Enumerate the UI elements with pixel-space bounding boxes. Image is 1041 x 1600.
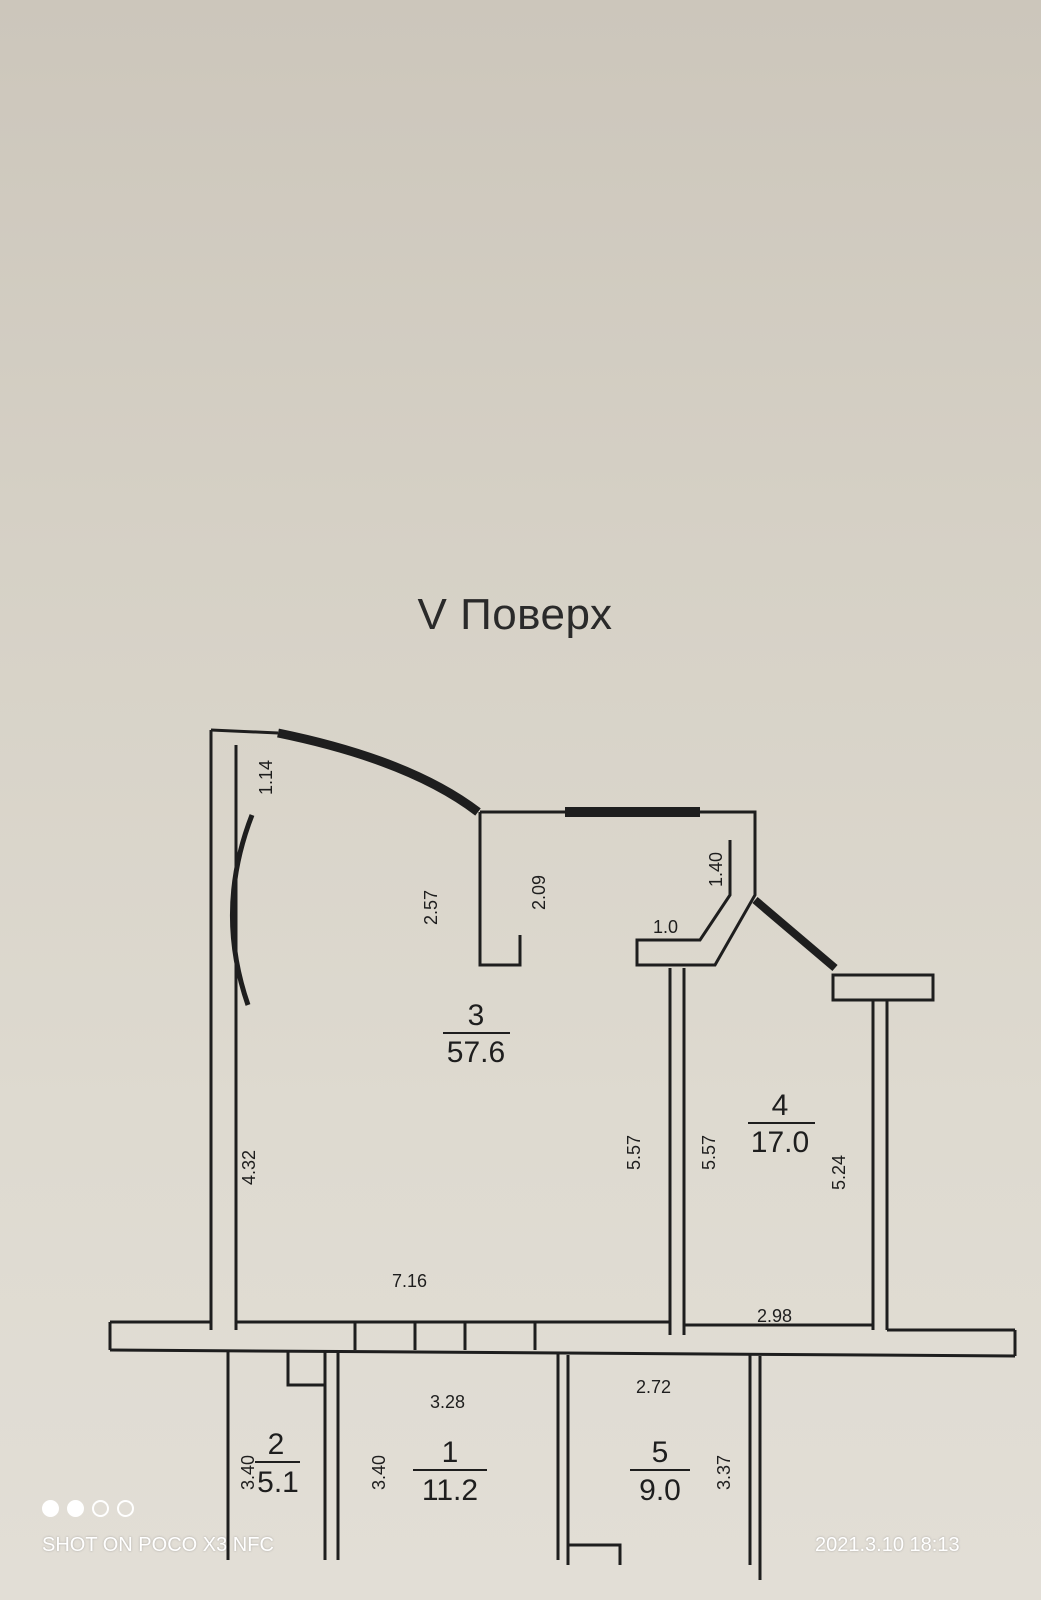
dot-icon — [67, 1500, 84, 1517]
camera-mode-dots — [42, 1500, 134, 1517]
room-area: 9.0 — [639, 1474, 681, 1507]
dim-label: 2.98 — [757, 1306, 792, 1326]
dim-label: 2.09 — [529, 875, 549, 910]
windows — [277, 728, 838, 972]
room-number: 2 — [268, 1428, 285, 1461]
dim-label: 3.28 — [430, 1392, 465, 1412]
room-number: 5 — [652, 1436, 669, 1469]
floor-title: V Поверх — [417, 590, 613, 639]
dot-icon — [42, 1500, 59, 1517]
room-area: 11.2 — [422, 1474, 478, 1507]
room-number: 4 — [772, 1089, 789, 1122]
dim-label: 1.0 — [653, 917, 678, 937]
camera-watermark: SHOT ON POCO X3 NFC — [42, 1534, 274, 1556]
dim-label: 5.57 — [624, 1135, 644, 1170]
dot-icon — [92, 1500, 109, 1517]
room-number: 3 — [468, 999, 485, 1032]
room-labels: 3 57.6 4 17.0 2 5.1 1 11.2 5 9.0 — [255, 999, 815, 1507]
dot-icon — [117, 1500, 134, 1517]
dim-label: 7.16 — [392, 1271, 427, 1291]
dim-label: 3.40 — [238, 1455, 258, 1490]
dim-label: 5.24 — [829, 1155, 849, 1190]
room-number: 1 — [442, 1436, 459, 1469]
dim-label: 5.57 — [699, 1135, 719, 1170]
room-area: 57.6 — [447, 1036, 505, 1069]
room-area: 5.1 — [257, 1466, 299, 1499]
dim-label: 4.32 — [239, 1150, 259, 1185]
dim-label: 2.57 — [421, 890, 441, 925]
dim-label: 1.14 — [256, 760, 276, 795]
walls — [108, 728, 1017, 1580]
dimension-labels: 1.14 2.57 2.09 1.40 1.0 4.32 5.57 5.57 5… — [238, 760, 849, 1490]
photo-timestamp: 2021.3.10 18:13 — [815, 1534, 960, 1556]
dim-label: 3.37 — [714, 1455, 734, 1490]
dim-label: 3.40 — [369, 1455, 389, 1490]
dim-label: 2.72 — [636, 1377, 671, 1397]
room-area: 17.0 — [751, 1126, 809, 1159]
dim-label: 1.40 — [706, 852, 726, 887]
